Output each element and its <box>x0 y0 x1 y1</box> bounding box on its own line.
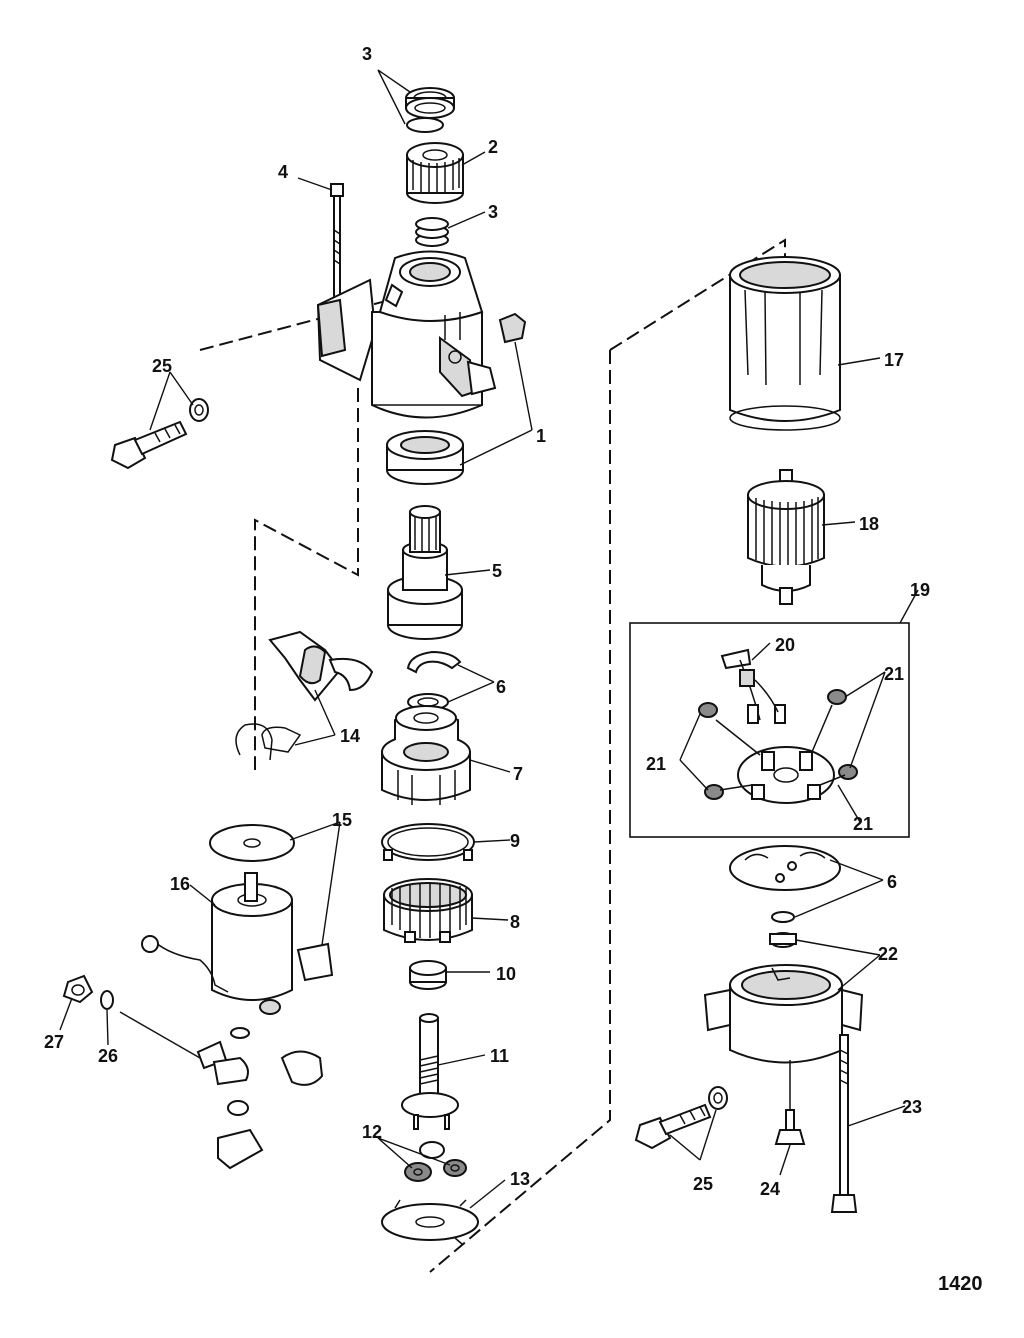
part-17-field-frame <box>729 256 841 431</box>
part-7-gear-carrier <box>381 705 471 805</box>
callout-6-left: 6 <box>496 677 506 697</box>
part-6-right-plate <box>729 845 841 923</box>
callout-10: 10 <box>496 964 516 984</box>
part-4-bolt <box>330 183 344 327</box>
part-1-bearing <box>386 430 464 485</box>
part-13-plate <box>381 1199 479 1245</box>
callout-16: 16 <box>170 874 190 894</box>
part-11-planet-shaft <box>401 1013 459 1130</box>
brush-holder-plate <box>715 704 846 804</box>
callout-4: 4 <box>278 162 288 182</box>
part-24-screw <box>774 1060 806 1145</box>
part-10-bushing <box>409 960 447 990</box>
part-6-clip-washer <box>406 650 462 711</box>
callout-18: 18 <box>859 514 879 534</box>
part-1-drive-housing <box>316 250 527 419</box>
callout-14: 14 <box>340 726 360 746</box>
part-15-plate <box>209 824 334 982</box>
callout-22: 22 <box>878 944 898 964</box>
callout-5: 5 <box>492 561 502 581</box>
part-25-bolt-lower <box>634 1086 728 1150</box>
part-12-planet-gears <box>404 1141 467 1182</box>
leader-lines <box>59 69 919 1209</box>
callout-8: 8 <box>510 912 520 932</box>
callout-23: 23 <box>902 1097 922 1117</box>
part-18-armature <box>747 469 825 605</box>
part-19-brush-assembly-box <box>629 622 910 838</box>
callout-15: 15 <box>332 810 352 830</box>
figure-number: 1420 <box>938 1273 983 1295</box>
callout-3-top: 3 <box>362 44 372 64</box>
callout-26: 26 <box>98 1046 118 1066</box>
callout-labels: 3 2 3 4 25 1 5 6 14 7 15 9 16 8 10 27 26… <box>44 44 930 1199</box>
callout-19: 19 <box>910 580 930 600</box>
part-5-drive-shaft <box>387 505 463 640</box>
part-14-shift-lever <box>235 630 374 761</box>
callout-20: 20 <box>775 635 795 655</box>
callout-21-left: 21 <box>646 754 666 774</box>
callout-12: 12 <box>362 1122 382 1142</box>
callout-21-upper-right: 21 <box>884 664 904 684</box>
callout-3-spring: 3 <box>488 202 498 222</box>
part-8-ring-gear <box>383 878 473 943</box>
part-25-bolt-upper <box>110 398 209 470</box>
callout-13: 13 <box>510 1169 530 1189</box>
part-20-brush-leads <box>720 648 786 724</box>
callout-11: 11 <box>490 1046 509 1066</box>
callout-2: 2 <box>488 137 498 157</box>
solenoid-terminal-hardware <box>62 974 324 1170</box>
callout-17: 17 <box>884 350 904 370</box>
callout-1: 1 <box>536 426 546 446</box>
part-3-ring <box>405 87 455 133</box>
callout-25-upper: 25 <box>152 356 172 376</box>
callout-27: 27 <box>44 1032 64 1052</box>
callout-6-right: 6 <box>887 872 897 892</box>
callout-24: 24 <box>760 1179 780 1199</box>
part-3-spring <box>415 217 449 247</box>
part-2-pinion-gear <box>406 142 464 204</box>
callout-21-lower: 21 <box>853 814 873 834</box>
part-22-end-cap <box>703 932 864 1064</box>
part-23-bolt <box>830 1034 858 1213</box>
part-16-solenoid <box>141 872 293 1015</box>
callout-9: 9 <box>510 831 520 851</box>
callout-25-lower: 25 <box>693 1174 713 1194</box>
part-9-ring <box>381 823 475 861</box>
callout-7: 7 <box>513 764 523 784</box>
